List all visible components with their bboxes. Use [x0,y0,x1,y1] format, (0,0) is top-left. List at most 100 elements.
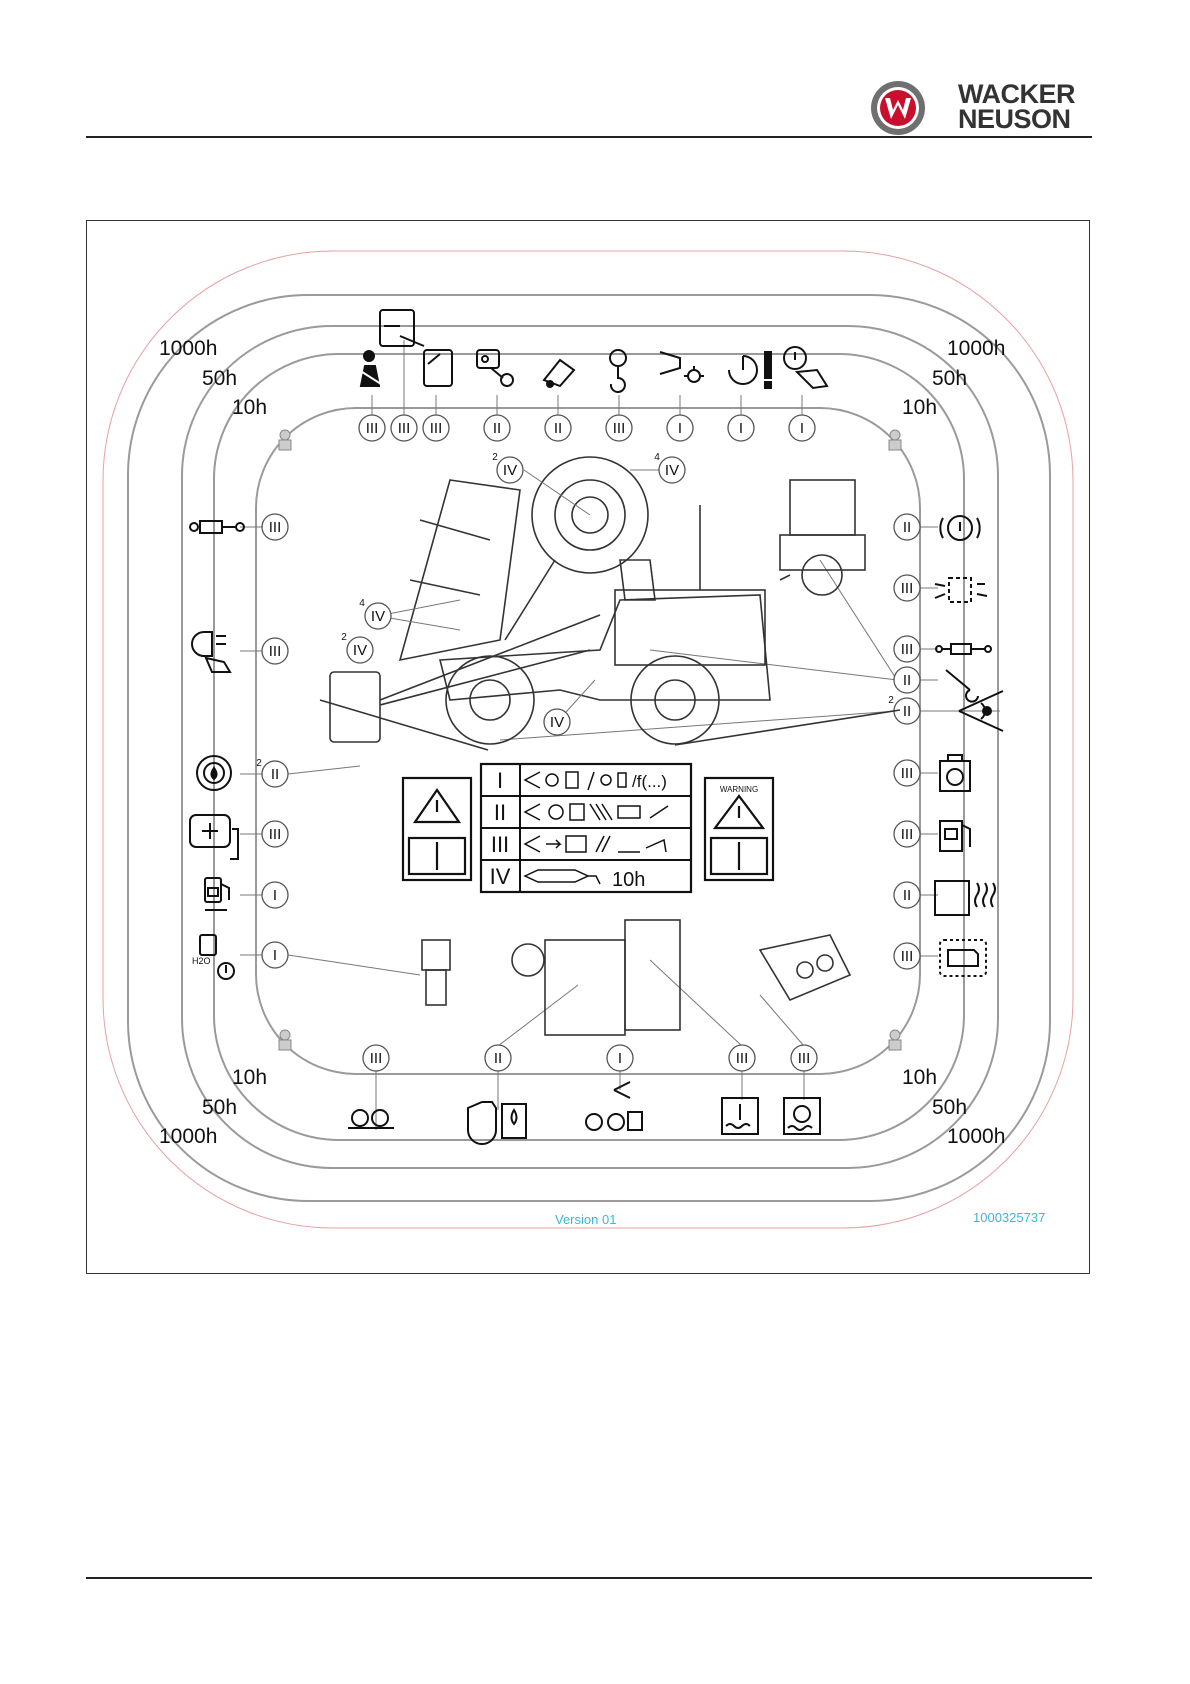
interval-label-50h-top-right: 50h [932,368,967,389]
marker-right-2-label: III [901,580,914,597]
coolant-level-icon [940,755,970,791]
cab-detail-drawing [780,480,865,595]
interval-label-50h-top-left: 50h [202,368,237,389]
marker-top-9-label: I [800,420,804,437]
marker-bottom-3-label: I [618,1050,622,1067]
marker-right-5-sup: 2 [888,695,894,706]
part-number-label: 1000325737 [973,1210,1045,1225]
legend-row-4-text: 10h [612,869,645,891]
grease-fittings [279,430,901,1050]
legend-row-1-tail: /f(...) [632,772,667,791]
radiator-clean-icon [784,1098,820,1134]
manual-box-left [403,778,471,880]
marker-left-4-label: III [269,826,282,843]
interval-label-1000h-top-left: 1000h [159,338,217,359]
top-markers: III III III II II III I I I [359,340,815,441]
marker-iv-1-sup: 4 [359,598,365,609]
marker-bottom-2-label: II [494,1050,502,1067]
interval-label-50h-bottom-left: 50h [202,1097,237,1118]
oil-change-icon [586,1082,642,1130]
grease-fitting-icon [279,1030,291,1050]
right-icons [935,516,1003,976]
fuel-filter-icon [205,878,229,910]
warning-label-text: WARNING [720,785,758,794]
marker-iv-5-label: IV [550,714,564,731]
marker-bottom-1-label: III [370,1050,383,1067]
fuel-level-icon [940,821,970,851]
legend-row-1-label: I [497,768,503,793]
horn-light-icon [660,352,704,382]
interval-label-1000h-top-right: 1000h [947,338,1005,359]
legend-row-2-label: II [494,800,506,825]
interval-label-1000h-bottom-right: 1000h [947,1126,1005,1147]
marker-left-6-label: I [273,947,277,964]
water-separator-h2o: H2O [192,956,211,966]
marker-bottom-5-label: III [798,1050,811,1067]
marker-right-7-label: III [901,826,914,843]
grease-gun-icon [544,360,574,387]
bottom-icons [348,1082,820,1144]
marker-right-3-label: III [901,641,914,658]
chassis [440,595,770,700]
marker-right-1-label: II [903,519,911,536]
left-markers: III III II III I I 2 [240,514,420,975]
air-filter-icon [935,578,987,602]
grease-fitting-icon [889,430,901,450]
hinge-lubrication-icon [477,350,513,386]
marker-iv-3-sup: 2 [492,452,498,463]
legend-row-3-label: III [491,832,509,857]
interval-label-10h-top-right: 10h [902,397,937,418]
parking-brake-icon [940,516,979,540]
door-icon [424,350,452,386]
headlight-clean-icon [192,632,230,672]
hydraulic-cylinder-icon [190,521,244,533]
engine-drawing [512,920,680,1035]
ring-10h-outer [214,354,964,1140]
marker-top-6-label: III [613,420,626,437]
operator-seat [620,560,655,600]
marker-left-3-sup: 2 [256,758,262,769]
bottom-markers: III II I III III [363,960,817,1130]
marker-iv-4-label: IV [665,462,679,479]
marker-iv-1-label: IV [371,608,385,625]
grease-fitting-icon [279,430,291,450]
dumper-drawing [320,480,900,750]
marker-left-1-label: III [269,519,282,536]
interval-label-10h-bottom-right: 10h [902,1067,937,1088]
marker-left-3-label: II [271,766,279,783]
detail-circle [505,457,648,640]
marker-iv-4-sup: 4 [654,452,660,463]
interval-label-1000h-bottom-left: 1000h [159,1126,217,1147]
legend-row-4-label: IV [490,864,511,889]
marker-iv-2-label: IV [353,642,367,659]
marker-iv-3-label: IV [503,462,517,479]
footer-rule [86,1577,1092,1579]
left-icons: H2O [190,521,244,979]
top-icons [359,310,827,392]
engine-hood [615,590,765,665]
machine-markers: IV IV IV IV IV 4 2 2 4 [341,452,685,735]
grease-fitting-icon [889,1030,901,1050]
marker-right-9-label: III [901,948,914,965]
pressure-warning-icon [729,352,771,388]
marker-top-8-label: I [739,420,743,437]
air-filter-drawing [760,935,850,1000]
lifting-hook-icon [610,350,626,392]
interval-label-50h-bottom-right: 50h [932,1097,967,1118]
legend-table: I II III IV /f(...) 10h [481,764,691,892]
marker-right-5-label: II [903,703,911,720]
interval-label-10h-top-left: 10h [232,397,267,418]
dump-skip [400,480,520,660]
ring-50h [182,326,998,1168]
marker-left-2-label: III [269,643,282,660]
marker-right-8-label: II [903,887,911,904]
marker-top-3-label: III [430,420,443,437]
engine-oil-icon [468,1102,526,1144]
seatbelt-icon [359,351,381,386]
wrench-icon [946,670,978,702]
marker-top-1-label: III [366,420,379,437]
marker-top-5-label: II [554,420,562,437]
marker-iv-2-sup: 2 [341,632,347,643]
fuel-filter-drawing [422,940,450,1005]
